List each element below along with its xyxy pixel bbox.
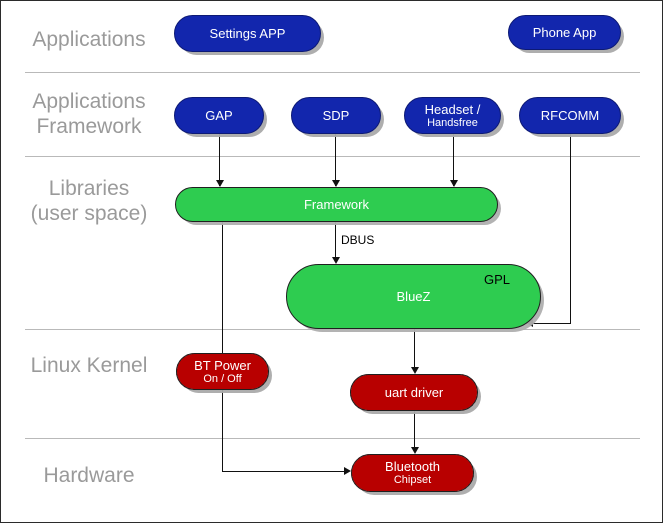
arrowhead-gap-to-framework [216,180,224,187]
arrowhead-uart-to-chipset [411,447,419,454]
node-bt-power-sublabel: On / Off [203,372,242,385]
band-label-linux-kernel: Linux Kernel [30,354,148,377]
divider-libraries [25,329,640,330]
band-label-applications: Applications [32,28,146,51]
node-rfcomm[interactable]: RFCOMM [519,97,621,134]
connector-framework-to-chipset-horizontal [222,471,345,472]
node-headset-handsfree-sublabel: Handsfree [427,116,478,129]
arrowhead-sdp-to-framework [332,180,340,187]
node-gap[interactable]: GAP [174,97,264,134]
band-label-hardware: Hardware [43,464,135,487]
arrowhead-rfcomm-to-bluez [526,319,533,327]
node-bluetooth-chipset[interactable]: Bluetooth Chipset [351,454,474,492]
connector-framework-to-bluez [335,221,336,259]
node-sdp-label: SDP [322,108,350,123]
divider-linux-kernel [25,438,640,439]
node-settings-app[interactable]: Settings APP [174,15,321,52]
connector-rfcomm-to-bluez-vertical [570,134,571,324]
connector-framework-to-chipset-vertical [222,221,223,472]
connector-rfcomm-to-bluez-horizontal [533,323,571,324]
node-bt-power[interactable]: BT Power On / Off [176,353,269,390]
arrowhead-framework-to-bluez [332,257,340,264]
node-settings-app-label: Settings APP [209,26,286,41]
node-bluez-gpl-tag: GPL [484,272,511,287]
node-headset-handsfree-label: Headset / [424,101,481,117]
node-headset-handsfree[interactable]: Headset / Handsfree [404,97,501,134]
connector-sdp-to-framework [335,134,336,186]
node-framework[interactable]: Framework [175,187,498,222]
connector-uart-to-chipset [414,410,415,449]
arrowhead-bluez-to-uart [411,367,419,374]
divider-applications-framework [25,156,640,157]
band-label-libraries: Libraries (user space) [30,177,148,225]
node-sdp[interactable]: SDP [291,97,381,134]
node-bluetooth-chipset-sublabel: Chipset [393,474,432,486]
band-label-applications-framework: Applications Framework [32,90,146,138]
node-phone-app-label: Phone App [532,25,597,40]
connector-gap-to-framework [219,134,220,186]
node-uart-driver[interactable]: uart driver [350,374,478,411]
edge-label-dbus: DBUS [341,233,375,247]
arrowhead-headset-to-framework [450,180,458,187]
node-uart-driver-label: uart driver [384,385,444,400]
node-bt-power-label: BT Power [194,357,251,373]
node-bluez-label: BlueZ [396,289,431,304]
node-bluetooth-chipset-label: Bluetooth [385,459,440,474]
connector-bluez-to-uart [414,328,415,368]
connector-headset-to-framework [453,134,454,186]
node-gap-label: GAP [205,108,233,123]
node-phone-app[interactable]: Phone App [508,15,621,50]
node-framework-label: Framework [303,197,369,212]
divider-applications [25,72,640,73]
arrowhead-framework-to-chipset [344,467,351,475]
node-rfcomm-label: RFCOMM [540,108,600,123]
